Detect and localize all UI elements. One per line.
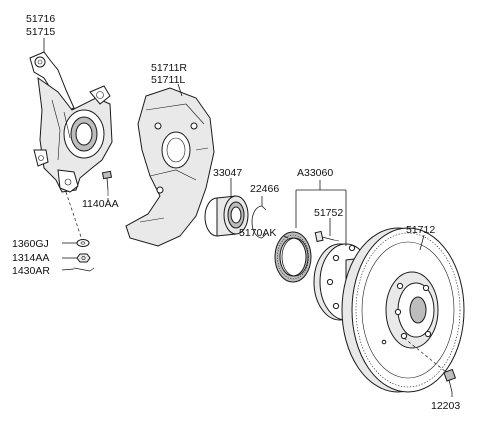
wheel-bearing <box>204 195 249 237</box>
label-33047: 33047 <box>213 167 242 179</box>
label-1430ar: 1430AR <box>12 265 50 277</box>
washer-1360gj <box>76 239 90 247</box>
leader-lines <box>43 38 453 397</box>
label-51716: 51716 <box>26 13 55 25</box>
axis-line-disc <box>403 337 447 373</box>
label-a33060: A33060 <box>297 167 333 179</box>
label-5170ak: 5170AK <box>239 227 276 239</box>
label-12203: 12203 <box>431 400 460 412</box>
steering-knuckle <box>29 51 113 193</box>
axis-line-knuckle <box>65 191 83 241</box>
dust-cover <box>125 87 215 247</box>
label-51752: 51752 <box>314 207 343 219</box>
bolt-1140aa <box>101 170 113 196</box>
snap-ring <box>251 205 267 239</box>
part-labels: 51716 51715 51711R 51711L 33047 22466 A3… <box>12 13 460 412</box>
label-51715: 51715 <box>26 26 55 38</box>
pin-1430ar <box>73 267 95 272</box>
screw-12203 <box>443 368 457 393</box>
label-51711l: 51711L <box>151 74 185 86</box>
nut-1314aa <box>76 253 91 263</box>
label-1314aa: 1314AA <box>12 252 49 264</box>
sensor-ring <box>274 231 312 283</box>
label-22466: 22466 <box>250 183 279 195</box>
label-51711r: 51711R <box>151 62 187 74</box>
label-51712: 51712 <box>406 224 435 236</box>
hub-bolt <box>314 230 340 243</box>
brake-disc <box>341 227 465 393</box>
label-1140aa: 1140AA <box>82 198 119 210</box>
label-1360gj: 1360GJ <box>12 238 49 250</box>
